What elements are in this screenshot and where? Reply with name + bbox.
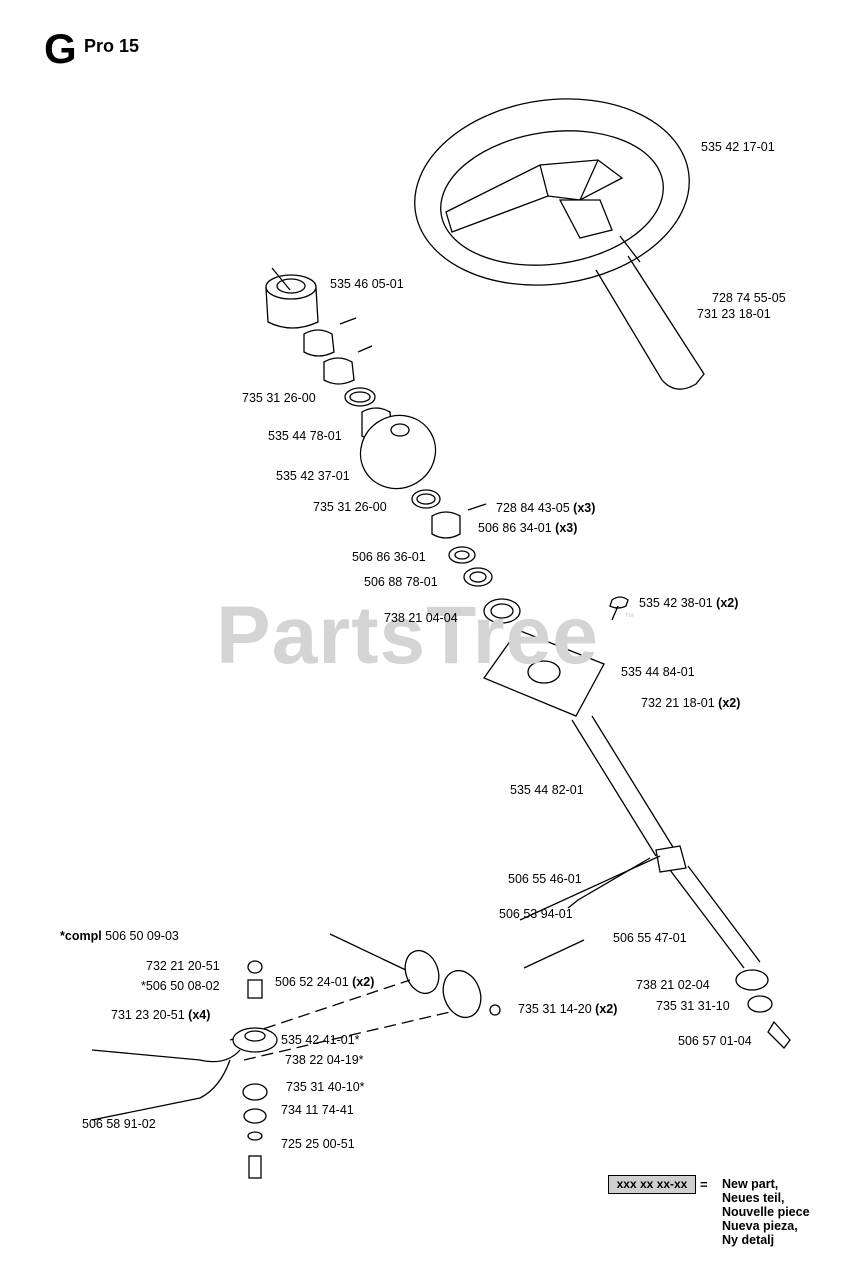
part-number: 506 88 78-01	[364, 575, 438, 589]
part-label-lower-ring: 735 31 31-10	[656, 1000, 730, 1013]
part-label-sector-ring: 735 31 40-10*	[286, 1081, 365, 1094]
part-label-set-pin: 728 84 43-05 (x3)	[496, 502, 595, 515]
part-label-ring-upper: 735 31 26-00	[242, 392, 316, 405]
part-label-pulley-clip: 735 31 14-20 (x2)	[518, 1003, 617, 1016]
part-label-lower-bearing: 738 21 02-04	[636, 979, 710, 992]
part-number: 535 42 38-01	[639, 596, 713, 610]
part-label-pulley: 506 52 24-01 (x2)	[275, 976, 374, 989]
part-quantity: (x3)	[573, 501, 596, 515]
part-number: 735 31 40-10*	[286, 1080, 365, 1094]
cable-assembly-drawing	[91, 855, 661, 1179]
part-label-cable-nut: 731 23 20-51 (x4)	[111, 1009, 210, 1022]
legend-equals: =	[700, 1177, 708, 1192]
part-label-washer: 734 11 74-41	[281, 1104, 354, 1117]
part-label-wheel-nut: 731 23 18-01	[697, 308, 771, 321]
part-label-steering-shaft: 535 44 82-01	[510, 784, 584, 797]
part-number: 535 44 84-01	[621, 665, 695, 679]
part-number: 506 86 36-01	[352, 550, 426, 564]
legend-line: Neues teil,	[722, 1191, 785, 1205]
part-label-spacer-1: 506 86 36-01	[352, 551, 426, 564]
part-label-plate-nut: 732 21 18-01 (x2)	[641, 697, 740, 710]
compl-prefix: *compl	[60, 929, 102, 943]
watermark: PartsTree	[216, 590, 599, 681]
part-number: 535 42 17-01	[701, 140, 775, 154]
part-number: 506 86 34-01	[478, 521, 552, 535]
legend-line: Ny detalj	[722, 1233, 775, 1247]
part-number: 735 31 14-20	[518, 1002, 592, 1016]
legend-placeholder-box: xxx xx xx-xx	[608, 1175, 696, 1194]
part-label-dash-disc: 535 42 37-01	[276, 470, 350, 483]
part-label-upper-bearing: 738 21 04-04	[384, 612, 458, 625]
legend-line: New part,	[722, 1177, 779, 1191]
part-label-cable-rod: 506 58 91-02	[82, 1118, 156, 1131]
part-number: 738 21 04-04	[384, 611, 458, 625]
part-label-sleeve: 506 86 34-01 (x3)	[478, 522, 577, 535]
part-quantity: (x4)	[188, 1008, 211, 1022]
part-label-steering-wheel: 535 42 17-01	[701, 141, 775, 154]
part-number: 506 55 47-01	[613, 931, 687, 945]
part-label-sector-bearing: 738 22 04-19*	[285, 1054, 364, 1067]
compl-note: *compl 506 50 09-03	[60, 930, 179, 943]
upper-column-drawing	[265, 267, 521, 624]
part-label-chain-lower: 506 55 47-01	[613, 932, 687, 945]
legend-line: Nueva pieza,	[722, 1219, 798, 1233]
part-number: 738 22 04-19*	[285, 1053, 364, 1067]
part-number: 535 44 82-01	[510, 783, 584, 797]
part-number: 725 25 00-51	[281, 1137, 355, 1151]
part-label-spacer-2: 506 88 78-01	[364, 576, 438, 589]
part-number: 535 42 41-01*	[281, 1033, 360, 1047]
legend-line: Nouvelle piece	[722, 1205, 810, 1219]
part-number: 735 31 26-00	[242, 391, 316, 405]
part-number: 732 21 20-51	[146, 959, 220, 973]
part-number: 731 23 20-51	[111, 1008, 185, 1022]
part-number: *506 50 08-02	[141, 979, 220, 993]
part-quantity: (x3)	[555, 521, 578, 535]
model-name: Pro 15	[84, 36, 140, 56]
steering-wheel-drawing	[414, 98, 705, 390]
part-number: 734 11 74-41	[281, 1103, 354, 1117]
part-label-sleeve-bushing: *506 50 08-02	[141, 980, 220, 993]
part-number: 728 74 55-05	[712, 291, 786, 305]
part-label-mount-plate: 535 44 84-01	[621, 666, 695, 679]
part-label-chain-upper: 506 55 46-01	[508, 873, 582, 886]
part-quantity: (x2)	[352, 975, 375, 989]
part-label-wheel-pin: 728 74 55-05	[712, 292, 786, 305]
mount-plate-drawing	[482, 596, 791, 1049]
part-label-carriage-bolt: 535 42 38-01 (x2)	[639, 597, 738, 610]
part-number: 506 52 24-01	[275, 975, 349, 989]
part-number: 506 53 94-01	[499, 907, 573, 921]
part-quantity: (x2)	[595, 1002, 618, 1016]
part-label-ring-lower: 735 31 26-00	[313, 501, 387, 514]
part-number: 506 57 01-04	[678, 1034, 752, 1048]
part-label-column-cap: 535 46 05-01	[330, 278, 404, 291]
part-number: 506 55 46-01	[508, 872, 582, 886]
part-number: 735 31 26-00	[313, 500, 387, 514]
part-number: 535 42 37-01	[276, 469, 350, 483]
part-number: 535 46 05-01	[330, 277, 404, 291]
part-label-sector-disc: 535 42 41-01*	[281, 1034, 360, 1047]
legend-text: New part, Neues teil, Nouvelle piece Nue…	[722, 1177, 810, 1247]
part-label-column-bushing: 535 44 78-01	[268, 430, 342, 443]
part-number: 732 21 18-01	[641, 696, 715, 710]
part-label-bottom-bolt: 725 25 00-51	[281, 1138, 355, 1151]
part-number: 738 21 02-04	[636, 978, 710, 992]
part-label-top-nut: 732 21 20-51	[146, 960, 220, 973]
part-label-axle-pin: 506 53 94-01	[499, 908, 573, 921]
part-quantity: (x2)	[718, 696, 741, 710]
compl-number: 506 50 09-03	[105, 929, 179, 943]
part-quantity: (x2)	[716, 596, 739, 610]
part-number: 535 44 78-01	[268, 429, 342, 443]
part-number: 728 84 43-05	[496, 501, 570, 515]
part-number: 735 31 31-10	[656, 999, 730, 1013]
section-letter: G	[44, 25, 77, 72]
part-label-shaft-bolt: 506 57 01-04	[678, 1035, 752, 1048]
watermark-trademark: ™	[624, 612, 634, 623]
part-number: 731 23 18-01	[697, 307, 771, 321]
part-number: 506 58 91-02	[82, 1117, 156, 1131]
